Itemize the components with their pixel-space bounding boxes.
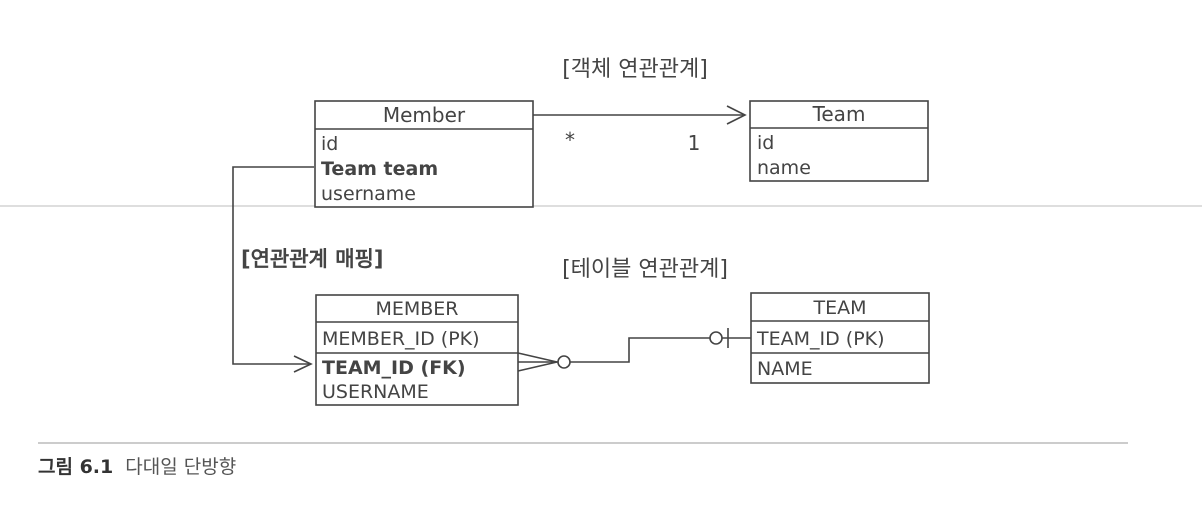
team-field-id: id <box>757 132 774 154</box>
team-table-name: TEAM <box>812 297 866 319</box>
member-field-username: username <box>321 183 416 205</box>
table-relation-title: [테이블 연관관계] <box>562 257 728 282</box>
figure-caption: 그림 6.1 다대일 단방향 <box>38 456 236 478</box>
multiplicity-many: * <box>565 128 575 152</box>
member-class-box: Member id Team team username <box>314 100 534 208</box>
team-class-box: Team id name <box>749 100 929 182</box>
object-relation-title: [객체 연관관계] <box>562 57 708 82</box>
team-table-name-field: NAME <box>757 358 813 380</box>
caption-text: 다대일 단방향 <box>125 456 236 478</box>
team-class-name: Team <box>812 102 866 126</box>
member-table-box: MEMBER MEMBER_ID (PK) TEAM_ID (FK) USERN… <box>315 294 519 406</box>
association-arrow <box>533 105 747 125</box>
multiplicity-one: 1 <box>688 131 701 155</box>
member-class-name: Member <box>383 103 466 127</box>
team-table-pk: TEAM_ID (PK) <box>756 328 885 350</box>
member-field-id: id <box>321 133 338 155</box>
mapping-label: [연관관계 매핑] <box>241 247 383 271</box>
member-table-username: USERNAME <box>322 381 429 403</box>
member-table-fk: TEAM_ID (FK) <box>322 357 466 379</box>
team-table-box: TEAM TEAM_ID (PK) NAME <box>750 292 930 384</box>
crows-foot-relationship <box>517 328 751 372</box>
mapping-connector <box>232 166 314 373</box>
caption-prefix: 그림 6.1 <box>38 456 113 478</box>
team-field-name: name <box>757 157 811 179</box>
member-table-pk: MEMBER_ID (PK) <box>322 328 480 350</box>
member-field-team: Team team <box>321 158 438 180</box>
member-table-name: MEMBER <box>375 298 458 320</box>
